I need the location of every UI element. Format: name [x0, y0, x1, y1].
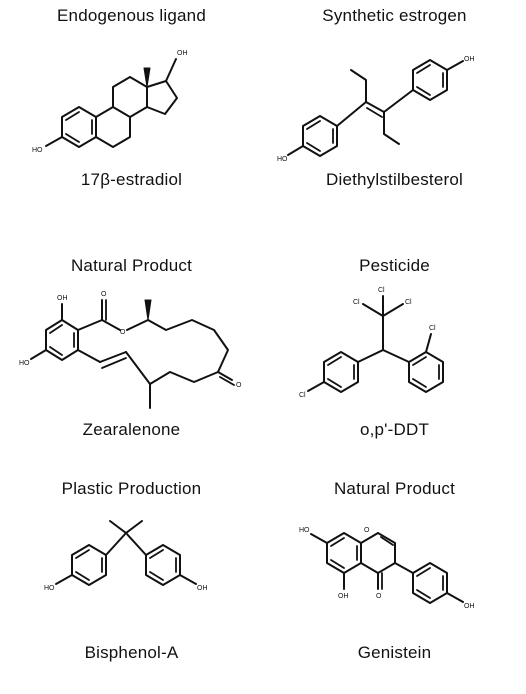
compound-name: Bisphenol-A	[84, 643, 179, 662]
atom-label: OH	[57, 295, 68, 302]
atom-label: Cl	[405, 299, 412, 306]
atom-label: Cl	[429, 325, 436, 332]
ddt-structure: Cl Cl Cl Cl Cl	[299, 287, 444, 399]
atom-label: HO	[19, 360, 30, 367]
estradiol-structure: OH HO	[32, 50, 188, 154]
atom-label: OH	[338, 593, 349, 600]
genistein-structure: O O OH HO OH	[299, 527, 475, 610]
atom-label: Cl	[353, 299, 360, 306]
compound-name: 17β-estradiol	[80, 170, 183, 189]
category-label: Natural Product	[333, 479, 456, 498]
bisphenol-a-structure: HO OH	[44, 520, 208, 592]
atom-label: O	[236, 382, 242, 389]
atom-label: OH	[464, 56, 475, 63]
atom-label: HO	[32, 147, 43, 154]
category-label: Plastic Production	[61, 479, 202, 498]
atom-label: HO	[299, 527, 310, 534]
atom-label: HO	[277, 156, 288, 163]
compound-card-zearalenone: Natural Product OH HO O O O Zearaleno	[0, 250, 263, 471]
category-label: Natural Product	[70, 256, 193, 275]
compound-name: Diethylstilbesterol	[325, 170, 464, 189]
atom-label: O	[101, 291, 107, 298]
atom-label: Cl	[378, 287, 385, 294]
compound-card-estradiol: Endogenous ligand OH HO 17β-estradiol	[0, 0, 263, 221]
zearalenone-structure: OH HO O O O	[19, 291, 242, 409]
atom-label: OH	[177, 50, 188, 57]
category-label: Synthetic estrogen	[322, 6, 467, 25]
compound-card-ddt: Pesticide Cl Cl Cl Cl Cl o,p'-DDT	[263, 250, 526, 471]
compound-card-bisphenol-a: Plastic Production HO OH Bisphenol-A	[0, 473, 263, 694]
atom-label: O	[120, 329, 126, 336]
compound-name: Zearalenone	[82, 420, 181, 439]
atom-label: OH	[197, 585, 208, 592]
atom-label: OH	[464, 603, 475, 610]
atom-label: Cl	[299, 392, 306, 399]
compound-name: o,p'-DDT	[359, 420, 430, 439]
compound-card-diethylstilbesterol: Synthetic estrogen OH HO Diethylstilbest…	[263, 0, 526, 221]
category-label: Pesticide	[359, 256, 430, 275]
compound-name: Genistein	[357, 643, 432, 662]
atom-label: HO	[44, 585, 55, 592]
compound-card-genistein: Natural Product O O OH HO OH Genistein	[263, 473, 526, 694]
diethylstilbesterol-structure: OH HO	[277, 56, 475, 163]
atom-label: O	[364, 527, 370, 534]
category-label: Endogenous ligand	[57, 6, 206, 25]
atom-label: O	[376, 593, 382, 600]
